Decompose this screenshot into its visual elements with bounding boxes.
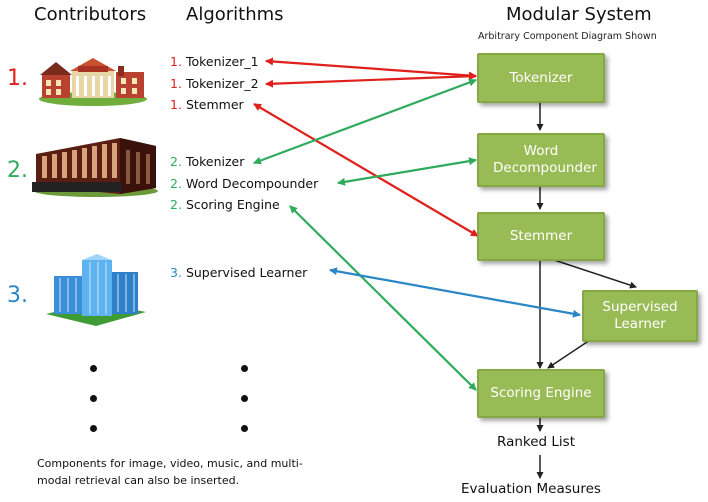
algorithm-label: Supervised Learner xyxy=(185,265,308,280)
scoring-engine-component: Scoring Engine xyxy=(477,369,605,418)
algorithm-number: 2. xyxy=(170,176,182,191)
more-contributors-dot xyxy=(90,395,97,402)
algorithm-number: 2. xyxy=(170,154,182,169)
supervised-learner-component-label: Supervised Learner xyxy=(602,299,678,332)
red-connector xyxy=(265,72,477,88)
more-algorithms-dot xyxy=(241,395,248,402)
more-algorithms-dot xyxy=(241,365,248,372)
stemmer-component: Stemmer xyxy=(477,212,605,261)
more-algorithms-dot xyxy=(241,425,248,432)
more-contributors-dot xyxy=(90,425,97,432)
red-connector xyxy=(265,57,477,80)
tokenizer-component-label: Tokenizer xyxy=(509,69,573,86)
algorithm-number: 1. xyxy=(170,76,182,91)
scoring-engine-component-label: Scoring Engine xyxy=(490,385,592,402)
modular-system-header: Modular System xyxy=(506,4,652,25)
algorithm-label: Stemmer xyxy=(185,97,244,112)
algorithm-number: 1. xyxy=(170,97,182,112)
insertion-note: Components for image, video, music, and … xyxy=(37,457,303,488)
green-connector xyxy=(337,157,477,186)
glass-office-building-icon xyxy=(46,254,146,326)
algorithm-item: 3.Supervised Learner xyxy=(170,265,307,280)
supervised-learner-component: Supervised Learner xyxy=(582,290,698,342)
algorithms-header: Algorithms xyxy=(186,4,284,25)
tokenizer-component: Tokenizer xyxy=(477,53,605,103)
algorithm-number: 3. xyxy=(170,265,182,280)
algorithm-number: 2. xyxy=(170,197,182,212)
algorithm-number: 1. xyxy=(170,54,182,69)
algorithm-item: 1.Tokenizer_2 xyxy=(170,76,259,91)
algorithm-item: 1.Stemmer xyxy=(170,97,244,112)
algorithm-item: 1.Tokenizer_1 xyxy=(170,54,259,69)
green-connector xyxy=(253,78,477,165)
word-decompounder-component: Word Decompounder xyxy=(477,133,605,187)
evaluation-measures-output: Evaluation Measures xyxy=(461,481,601,497)
ranked-list-output: Ranked List xyxy=(497,434,576,450)
modular-system-subtitle: Arbitrary Component Diagram Shown xyxy=(478,31,657,42)
brick-factory-icon xyxy=(32,138,158,197)
word-decompounder-component-label: Word Decompounder xyxy=(493,143,597,176)
flow-arrow xyxy=(541,255,637,289)
blue-connector xyxy=(329,267,581,318)
algorithm-label: Tokenizer_2 xyxy=(185,76,259,91)
contributor-3-number: 3. xyxy=(7,283,28,308)
algorithm-item: 2.Tokenizer xyxy=(170,154,244,169)
flow-arrow xyxy=(547,339,591,369)
more-contributors-dot xyxy=(90,365,97,372)
contributor-2-number: 2. xyxy=(7,158,28,183)
stemmer-component-label: Stemmer xyxy=(509,228,573,245)
algorithm-label: Tokenizer_1 xyxy=(185,54,259,69)
contributors-header: Contributors xyxy=(34,4,147,25)
green-connector xyxy=(289,205,477,391)
college-campus-icon xyxy=(39,58,147,106)
contributor-1-number: 1. xyxy=(7,66,28,91)
algorithm-label: Tokenizer xyxy=(185,154,245,169)
red-connector xyxy=(253,103,479,237)
